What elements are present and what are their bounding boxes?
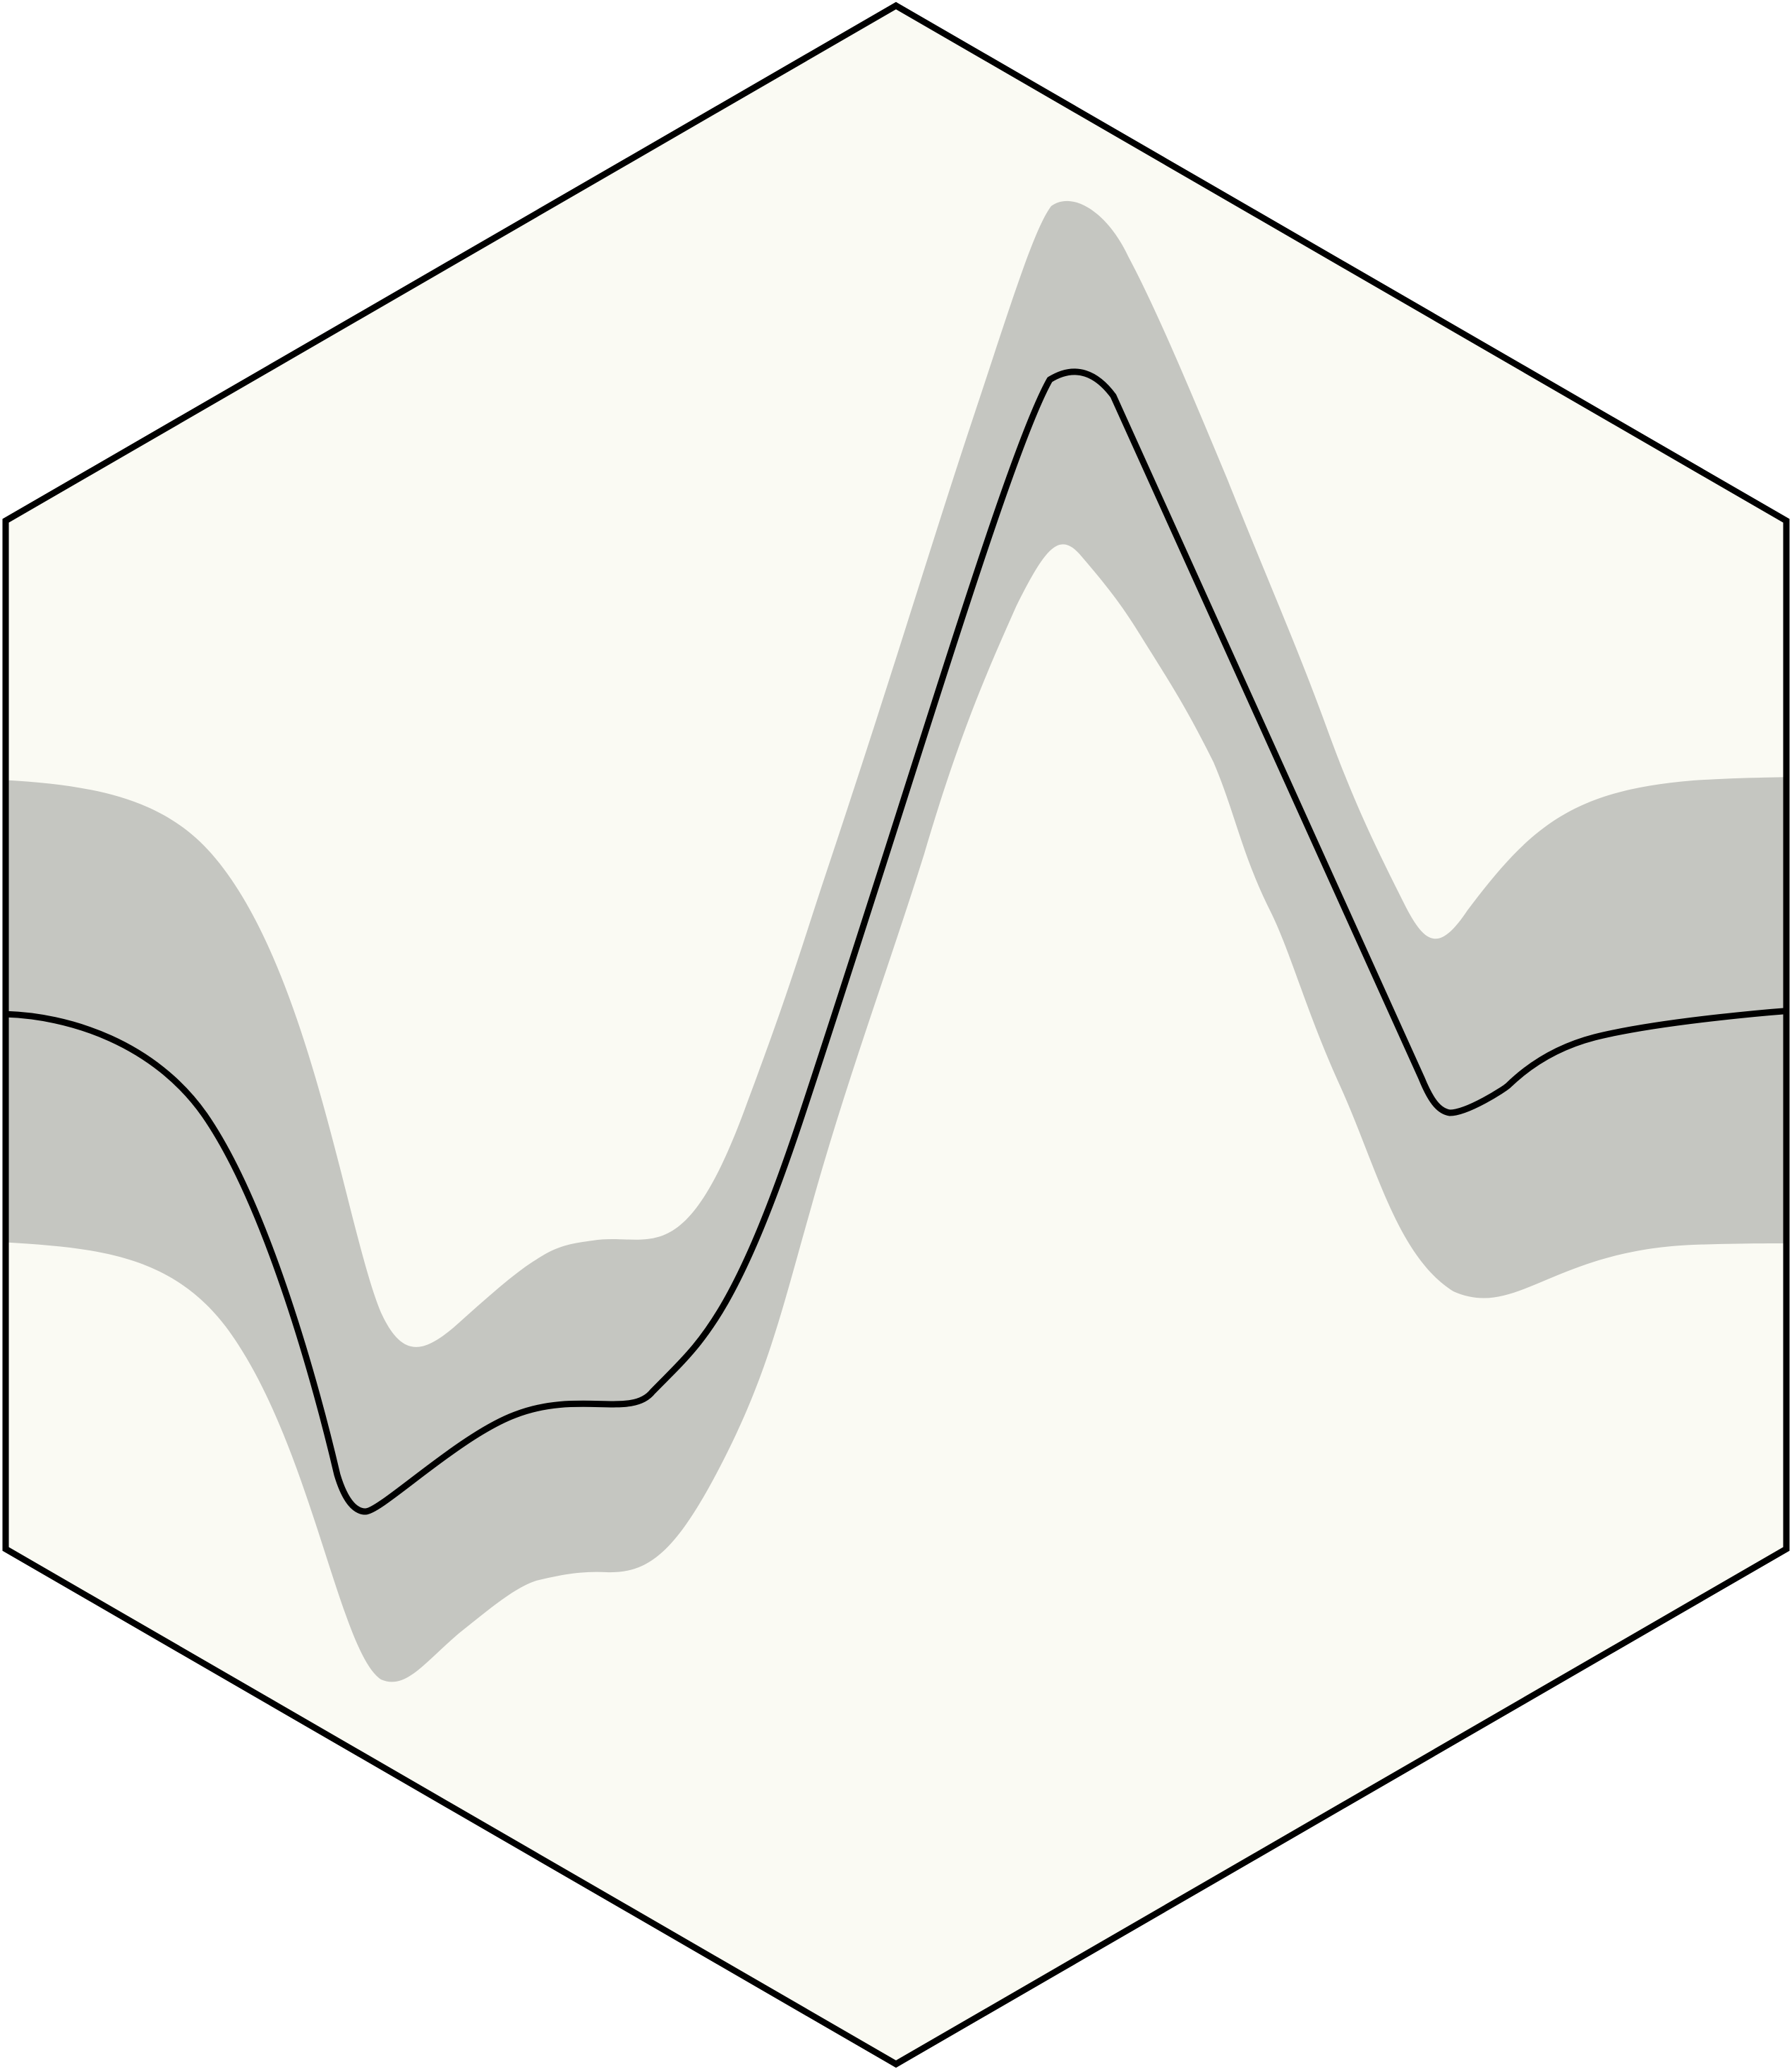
waveform-line xyxy=(6,368,1786,1515)
confidence-band xyxy=(6,200,1786,1682)
